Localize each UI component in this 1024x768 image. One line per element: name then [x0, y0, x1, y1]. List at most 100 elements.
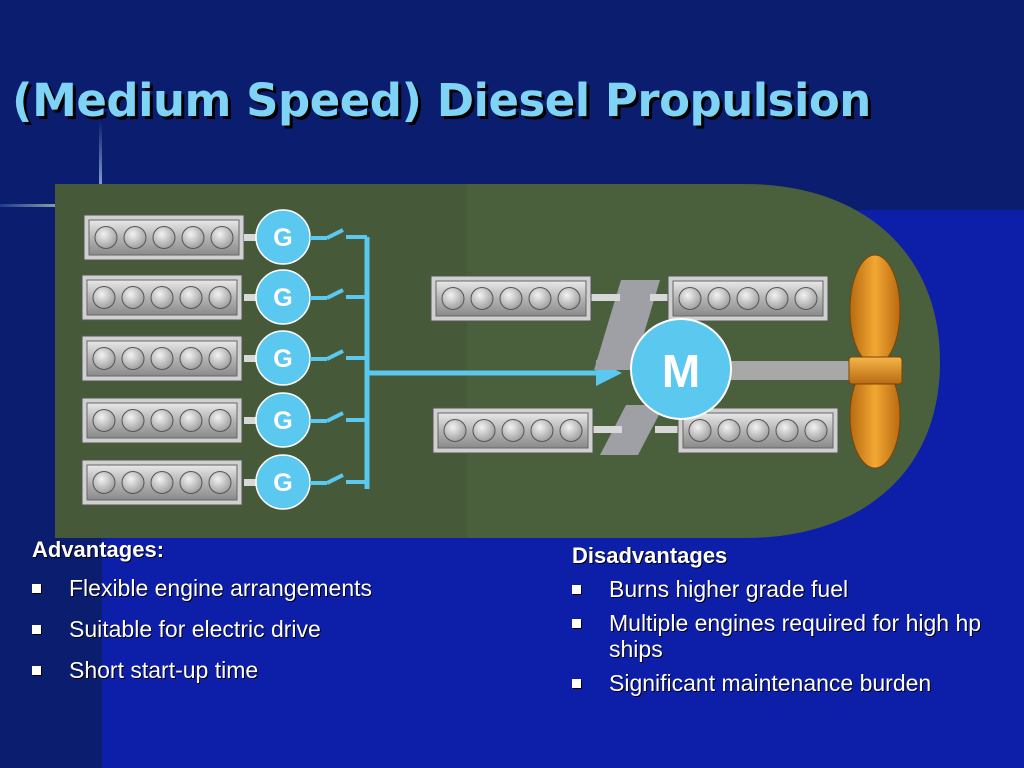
square-bullet-icon — [32, 625, 41, 634]
engine-cylinder — [717, 419, 741, 442]
engine-shaft-lower-left — [592, 426, 622, 433]
engine-cylinder — [707, 287, 731, 310]
engine-cylinder — [179, 286, 203, 309]
engine-cylinder — [179, 409, 203, 432]
background-top-band — [0, 0, 1024, 210]
engine-cylinder — [150, 409, 174, 432]
engine-cylinder — [501, 419, 525, 442]
engine-cylinder — [557, 287, 581, 310]
engine-cylinder — [765, 287, 789, 310]
engine-cylinder — [152, 226, 176, 249]
square-bullet-icon — [32, 584, 41, 593]
engine-cylinder — [472, 419, 496, 442]
engine-cylinder — [121, 409, 145, 432]
generator-label: G — [273, 407, 292, 435]
electrical-bus — [364, 237, 598, 489]
generator-engine — [81, 459, 243, 506]
generator-engine — [81, 274, 243, 321]
motor-label: M — [662, 345, 700, 397]
generator-label: G — [273, 224, 292, 252]
gearbox-upper — [594, 280, 660, 370]
propeller-blade-upper — [849, 254, 901, 366]
engine-cylinder — [150, 347, 174, 370]
propulsion-engine-upper-left — [430, 275, 592, 322]
engine-cylinder — [746, 419, 770, 442]
engine-cylinder — [121, 347, 145, 370]
engine-cylinder — [441, 287, 465, 310]
gearbox-lower — [600, 405, 664, 455]
breaker-switch — [310, 411, 367, 423]
advantages-heading: Advantages: — [32, 537, 165, 562]
engine-cylinder — [736, 287, 760, 310]
engine-cylinder — [688, 419, 712, 442]
list-item: Suitable for electric drive — [32, 616, 492, 642]
engine-cylinder — [92, 286, 116, 309]
propulsion-engine-upper-right — [667, 275, 829, 322]
engine-cylinder — [210, 226, 234, 249]
engine-cylinder — [443, 419, 467, 442]
advantages-list: Flexible engine arrangements Suitable fo… — [32, 575, 492, 683]
engine-cylinder — [150, 286, 174, 309]
engine-cylinder — [121, 286, 145, 309]
propulsion-engine-lower-right — [677, 407, 839, 454]
engine-cylinder — [794, 287, 818, 310]
square-bullet-icon — [572, 585, 581, 594]
engine-cylinder — [121, 471, 145, 494]
generator-label: G — [273, 469, 292, 497]
generator-engine — [83, 214, 245, 261]
square-bullet-icon — [32, 666, 41, 675]
list-item: Multiple engines required for high hp sh… — [572, 610, 1012, 662]
engine-cylinder — [559, 419, 583, 442]
engine-cylinder — [94, 226, 118, 249]
generator-shaft — [244, 355, 258, 362]
motor-circle — [630, 318, 732, 420]
engine-cylinder — [775, 419, 799, 442]
engine-cylinder — [123, 226, 147, 249]
square-bullet-icon — [572, 619, 581, 628]
engine-cylinder — [150, 471, 174, 494]
engine-shaft-upper-left — [590, 294, 620, 301]
engine-cylinder — [530, 419, 554, 442]
disadvantages-list: Burns higher grade fuel Multiple engines… — [572, 576, 1012, 696]
breaker-switch — [310, 473, 367, 485]
breaker-switch — [310, 288, 367, 300]
list-item: Significant maintenance burden — [572, 670, 1012, 696]
breaker-switch — [310, 349, 367, 361]
propeller-hub — [848, 356, 903, 385]
engine-cylinder — [208, 347, 232, 370]
generator-engine — [81, 335, 243, 382]
slide-title: (Medium Speed) Diesel Propulsion — [12, 74, 871, 127]
engine-cylinder — [208, 409, 232, 432]
engine-cylinder — [208, 471, 232, 494]
engine-cylinder — [92, 347, 116, 370]
generator-shaft — [244, 479, 258, 486]
breaker-switch — [310, 228, 367, 240]
generator-label: G — [273, 345, 292, 373]
disadvantages-heading: Disadvantages — [572, 543, 728, 568]
generator-label: G — [273, 284, 292, 312]
square-bullet-icon — [572, 679, 581, 688]
propulsion-engine-lower-left — [432, 407, 594, 454]
list-item: Burns higher grade fuel — [572, 576, 1012, 602]
engine-cylinder — [181, 226, 205, 249]
propeller-shaft — [720, 361, 855, 380]
list-item: Flexible engine arrangements — [32, 575, 492, 601]
engine-shaft-upper-right — [650, 294, 672, 301]
disadvantages-section: Disadvantages Burns higher grade fuel Mu… — [572, 543, 1012, 704]
generator-shaft — [244, 294, 258, 301]
engine-cylinder — [499, 287, 523, 310]
list-item: Short start-up time — [32, 657, 492, 683]
engine-cylinder — [92, 409, 116, 432]
engine-cylinder — [179, 347, 203, 370]
engine-cylinder — [92, 471, 116, 494]
engine-cylinder — [528, 287, 552, 310]
engine-shaft-lower-right — [655, 426, 681, 433]
propeller — [848, 254, 903, 469]
advantages-section: Advantages: Flexible engine arrangements… — [32, 537, 492, 698]
generator-shaft — [244, 417, 258, 424]
engine-cylinder — [208, 286, 232, 309]
engine-cylinder — [678, 287, 702, 310]
engine-cylinder — [179, 471, 203, 494]
generator-shaft — [244, 234, 258, 241]
